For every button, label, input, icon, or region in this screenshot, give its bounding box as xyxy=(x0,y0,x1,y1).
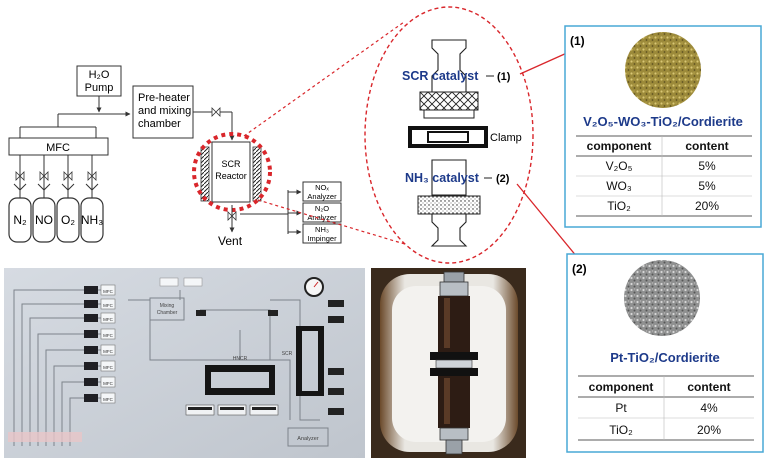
mfc-label: MFC xyxy=(46,142,70,154)
valve-icon xyxy=(227,211,237,221)
zoom-connector-top xyxy=(243,21,405,137)
panel-2-cell: Pt xyxy=(615,401,627,415)
arrow-to-panel-2 xyxy=(516,183,583,264)
o2-cylinder xyxy=(56,197,80,243)
n2o-analyzer-box xyxy=(302,202,342,223)
panel-1-cell: V₂O₅ xyxy=(606,159,633,173)
panel-2-header-component: component xyxy=(589,380,654,394)
panel-1-cell: WO₃ xyxy=(606,179,632,193)
valve-icon xyxy=(39,171,49,181)
valve-icon xyxy=(211,107,221,117)
upper-reactor-tube xyxy=(438,296,470,352)
scr-catalyst-label: SCR catalyst xyxy=(402,69,479,83)
analyzer-2-line1: N₂O xyxy=(315,204,329,213)
pump-label-line1: H₂O xyxy=(89,69,110,81)
apparatus-board-photo: MFC MFC MFC MFC MFC MFC MFC MFC Mixing C… xyxy=(4,268,365,458)
preheater-box xyxy=(132,85,194,139)
panel-2-header-content: content xyxy=(687,380,730,394)
preheater-line3: chamber xyxy=(138,118,181,130)
analyzers: NOₓ Analyzer N₂O Analyzer NH₃ Impinger xyxy=(302,181,342,244)
nh3-catalyst-bed xyxy=(417,195,481,215)
board-mfc-tag: MFC xyxy=(103,397,113,402)
reactor-furnace-photo xyxy=(371,268,526,458)
nh3-catalyst-label: NH₃ catalyst xyxy=(405,171,480,185)
panel-1-cell: 5% xyxy=(698,159,716,173)
clamp-icon xyxy=(408,126,488,148)
lower-reactor-tube xyxy=(438,376,470,428)
panel-2-cell: TiO₂ xyxy=(609,423,633,437)
panel-1-cell: 20% xyxy=(695,199,719,213)
gas-label-nh3: NH₃ xyxy=(81,213,103,227)
panel-1-header-content: content xyxy=(685,139,728,153)
nh3-impinger-box xyxy=(302,223,342,244)
analyzer-3-line1: NH₃ xyxy=(315,225,329,234)
n2-cylinder xyxy=(8,197,32,243)
board-analyzer-label: Analyzer xyxy=(297,436,319,442)
zoom-connector-bottom xyxy=(257,199,419,249)
analyzer-1-line2: Analyzer xyxy=(307,192,337,201)
no-cylinder xyxy=(32,197,56,243)
scr-reactor: SCR Reactor xyxy=(200,141,262,203)
nh3-catalyst-marker: (2) xyxy=(496,173,510,185)
board-mfc-tag: MFC xyxy=(103,349,113,354)
board-mfc-tag: MFC xyxy=(103,381,113,386)
board-background xyxy=(4,268,365,458)
board-mfc-column: MFC MFC MFC MFC MFC MFC MFC MFC xyxy=(84,284,116,404)
gas-label-n2: N₂ xyxy=(13,213,27,227)
board-mfc-tag: MFC xyxy=(103,365,113,370)
gas-label-no: NO xyxy=(35,213,53,227)
pump-label-line2: Pump xyxy=(85,82,114,94)
board-mixing-line2: Chamber xyxy=(157,310,178,316)
scr-catalyst-marker: (1) xyxy=(497,71,511,83)
panel-2-number: (2) xyxy=(572,262,587,276)
analyzer-1-line1: NOₓ xyxy=(315,183,329,192)
gas-cylinders: N₂ NO O₂ NH₃ xyxy=(8,197,104,243)
board-mixing-line1: Mixing xyxy=(160,303,175,309)
mfc-box xyxy=(8,137,109,156)
board-scr-label: SCR xyxy=(282,351,293,357)
reactor-zoom: SCR catalyst (1) Clamp NH₃ catalyst (2) xyxy=(364,6,534,264)
valve-icon xyxy=(15,171,25,181)
preheater-line2: and mixing xyxy=(138,105,191,117)
panel-1-cell: TiO₂ xyxy=(607,199,631,213)
h2o-pump-box xyxy=(76,65,122,97)
panel-1-table: component content V₂O₅ 5% WO₃ 5% TiO₂ 20… xyxy=(576,135,752,217)
panel-1-cell: 5% xyxy=(698,179,716,193)
panel-1-number: (1) xyxy=(570,34,585,48)
valve-icon xyxy=(87,171,97,181)
catalyst-panel-1: (1) V₂O₅-WO₃-TiO₂/Cordierite component c… xyxy=(564,25,762,228)
gas-valves xyxy=(13,171,99,191)
valve-icon xyxy=(63,171,73,181)
board-mfc-tag: MFC xyxy=(103,303,113,308)
board-hncr-label: HNCR xyxy=(233,356,248,362)
clamp-label: Clamp xyxy=(490,132,522,144)
board-mfc-tag: MFC xyxy=(103,289,113,294)
gas-label-o2: O₂ xyxy=(61,213,75,227)
vent-label: Vent xyxy=(218,234,243,248)
panel-2-table: component content Pt 4% TiO₂ 20% xyxy=(578,375,754,441)
nox-analyzer-box xyxy=(302,181,342,202)
panel-1-catalyst-photo xyxy=(625,32,701,108)
preheater-line1: Pre-heater xyxy=(138,92,190,104)
catalyst-panel-2: (2) Pt-TiO₂/Cordierite component content… xyxy=(566,253,764,453)
panel-2-catalyst-photo xyxy=(624,260,700,336)
process-schematic: H₂O Pump Pre-heater and mixing chamber M… xyxy=(8,65,342,248)
analyzer-2-line2: Analyzer xyxy=(307,213,337,222)
scr-catalyst-bed xyxy=(419,91,479,111)
reactor-label-line1: SCR xyxy=(221,159,241,169)
panel-1-header-component: component xyxy=(587,139,652,153)
reactor-label-line2: Reactor xyxy=(215,171,247,181)
panel-2-title: Pt-TiO₂/Cordierite xyxy=(610,350,720,365)
analyzer-3-line2: Impinger xyxy=(307,234,337,243)
board-mfc-tag: MFC xyxy=(103,333,113,338)
panel-2-cell: 20% xyxy=(697,423,721,437)
panel-2-cell: 4% xyxy=(700,401,718,415)
board-mfc-tag: MFC xyxy=(103,317,113,322)
panel-1-title: V₂O₅-WO₃-TiO₂/Cordierite xyxy=(583,114,743,129)
nh3-cylinder xyxy=(80,197,104,243)
